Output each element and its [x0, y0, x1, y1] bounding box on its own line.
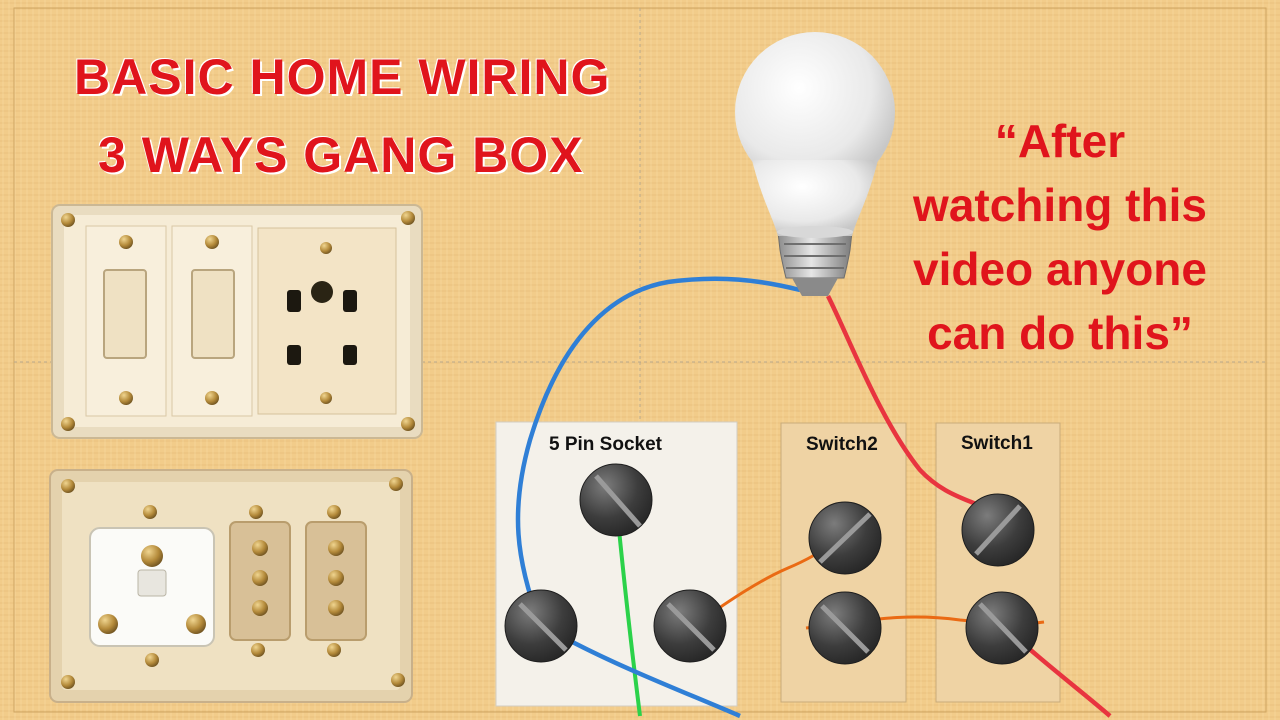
socket-terminal-left: [504, 589, 578, 663]
wire-neutral: [515, 276, 801, 719]
switch2-terminal-bottom: [808, 591, 882, 665]
tagline-line-4: can do this”: [927, 307, 1193, 359]
tagline-line-1: “After: [994, 115, 1126, 167]
switch2-label: Switch2: [806, 434, 878, 455]
light-bulb-icon: [735, 32, 895, 296]
tagline-line-2: watching this: [913, 179, 1207, 231]
switch1-label: Switch1: [961, 433, 1033, 454]
switch2-terminal-top: [808, 501, 882, 575]
switch-board-front: [51, 204, 423, 439]
tagline-line-3: video anyone: [913, 243, 1207, 295]
headline-line-1: BASIC HOME WIRING: [74, 49, 611, 105]
headline-line-2: 3 WAYS GANG BOX: [98, 127, 584, 183]
socket-label: 5 Pin Socket: [549, 434, 662, 455]
switch1-terminal-bottom: [965, 591, 1039, 665]
switch1-terminal-top: [961, 493, 1035, 567]
wire-phase: [825, 294, 1000, 518]
socket-terminal-right: [653, 589, 727, 663]
socket-terminal-top: [579, 463, 653, 537]
switch-board-back: [49, 469, 413, 703]
rocker-switch-2: [191, 269, 235, 359]
rocker-switch-1: [103, 269, 147, 359]
socket-earth-hole: [311, 281, 333, 303]
